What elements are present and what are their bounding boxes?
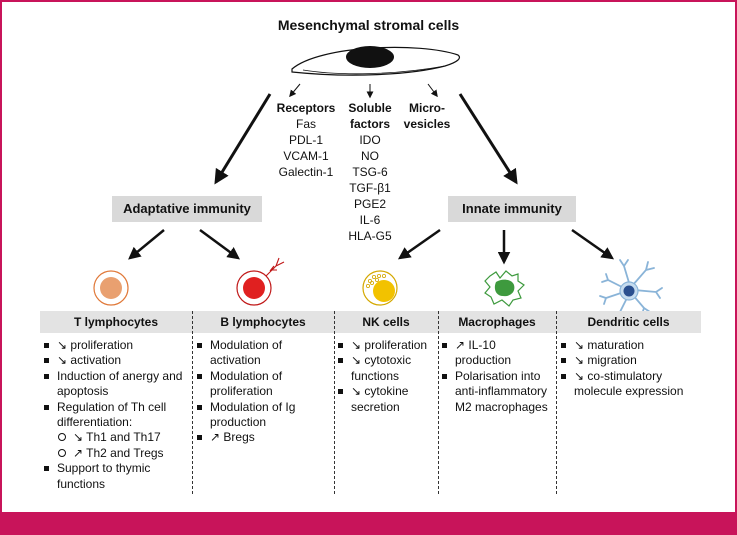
microvesicles-heading-line2: vesicles xyxy=(403,117,451,131)
soluble-factor-item: HLA-G5 xyxy=(348,229,392,243)
footer-bar xyxy=(0,512,737,535)
list-item: ↘ maturation xyxy=(560,338,700,353)
soluble-factor-item: IL-6 xyxy=(359,213,381,227)
frame-left-border xyxy=(0,0,2,535)
frame-top-border xyxy=(0,0,737,2)
list-item: ↗ Bregs xyxy=(196,430,332,445)
soluble-factor-item: PGE2 xyxy=(353,197,387,211)
figure-title: Mesenchymal stromal cells xyxy=(277,17,460,33)
arrow-to-microvesicles xyxy=(427,83,438,98)
innate-immunity-box: Innate immunity xyxy=(448,196,576,222)
column-divider xyxy=(192,311,193,494)
list-subitem: ↘ Th1 and Th17 xyxy=(43,430,191,445)
list-item: ↘ proliferation xyxy=(337,338,437,353)
receptor-item: VCAM-1 xyxy=(283,149,329,163)
arrow-to-nk-cell xyxy=(397,228,441,260)
t-lymphocytes-effects: ↘ proliferation ↘ activation Induction o… xyxy=(43,338,191,492)
adaptive-immunity-box: Adaptative immunity xyxy=(112,196,262,222)
table-header-bar xyxy=(40,311,701,333)
b-lymphocyte-icon xyxy=(236,257,285,306)
col-header-b-lymphocytes: B lymphocytes xyxy=(220,315,306,329)
column-divider xyxy=(438,311,439,494)
arrow-to-b-cell xyxy=(199,228,241,260)
t-lymphocyte-icon xyxy=(93,270,129,306)
frame-right-border xyxy=(735,0,737,535)
soluble-factor-item: NO xyxy=(361,149,379,163)
receptor-item: Galectin-1 xyxy=(278,165,334,179)
col-header-dendritic-cells: Dendritic cells xyxy=(587,315,670,329)
list-item: ↘ migration xyxy=(560,353,700,368)
arrow-to-dendritic-cell xyxy=(571,228,615,260)
receptor-item: PDL-1 xyxy=(288,133,324,147)
arrow-to-receptors xyxy=(289,83,301,98)
col-header-nk-cells: NK cells xyxy=(362,315,410,329)
receptor-item: Fas xyxy=(295,117,317,131)
column-divider xyxy=(556,311,557,494)
microvesicles-heading-line1: Micro- xyxy=(409,101,445,115)
soluble-factors-heading-line1: Soluble xyxy=(348,101,392,115)
col-header-t-lymphocytes: T lymphocytes xyxy=(73,315,159,329)
list-item: ↘ proliferation xyxy=(43,338,191,353)
list-item: ↘ activation xyxy=(43,353,191,368)
soluble-factors-heading-line2: factors xyxy=(349,117,391,131)
list-subitem: ↗ Th2 and Tregs xyxy=(43,446,191,461)
soluble-factor-item: TSG-6 xyxy=(352,165,388,179)
nk-cell-icon xyxy=(362,270,398,306)
msc-cell-icon xyxy=(291,46,461,76)
arrow-to-innate xyxy=(458,93,518,185)
macrophage-icon xyxy=(484,270,525,307)
soluble-factor-item: IDO xyxy=(359,133,381,147)
arrow-to-t-cell xyxy=(128,229,165,260)
dendritic-cells-effects: ↘ maturation ↘ migration ↘ co-stimulator… xyxy=(560,338,700,400)
dendritic-cell-icon xyxy=(599,259,663,319)
col-header-macrophages: Macrophages xyxy=(458,315,536,329)
receptors-heading: Receptors xyxy=(276,101,336,115)
soluble-factor-item: TGF-β1 xyxy=(349,181,391,195)
column-divider xyxy=(334,311,335,494)
arrow-to-adaptive xyxy=(214,93,272,185)
